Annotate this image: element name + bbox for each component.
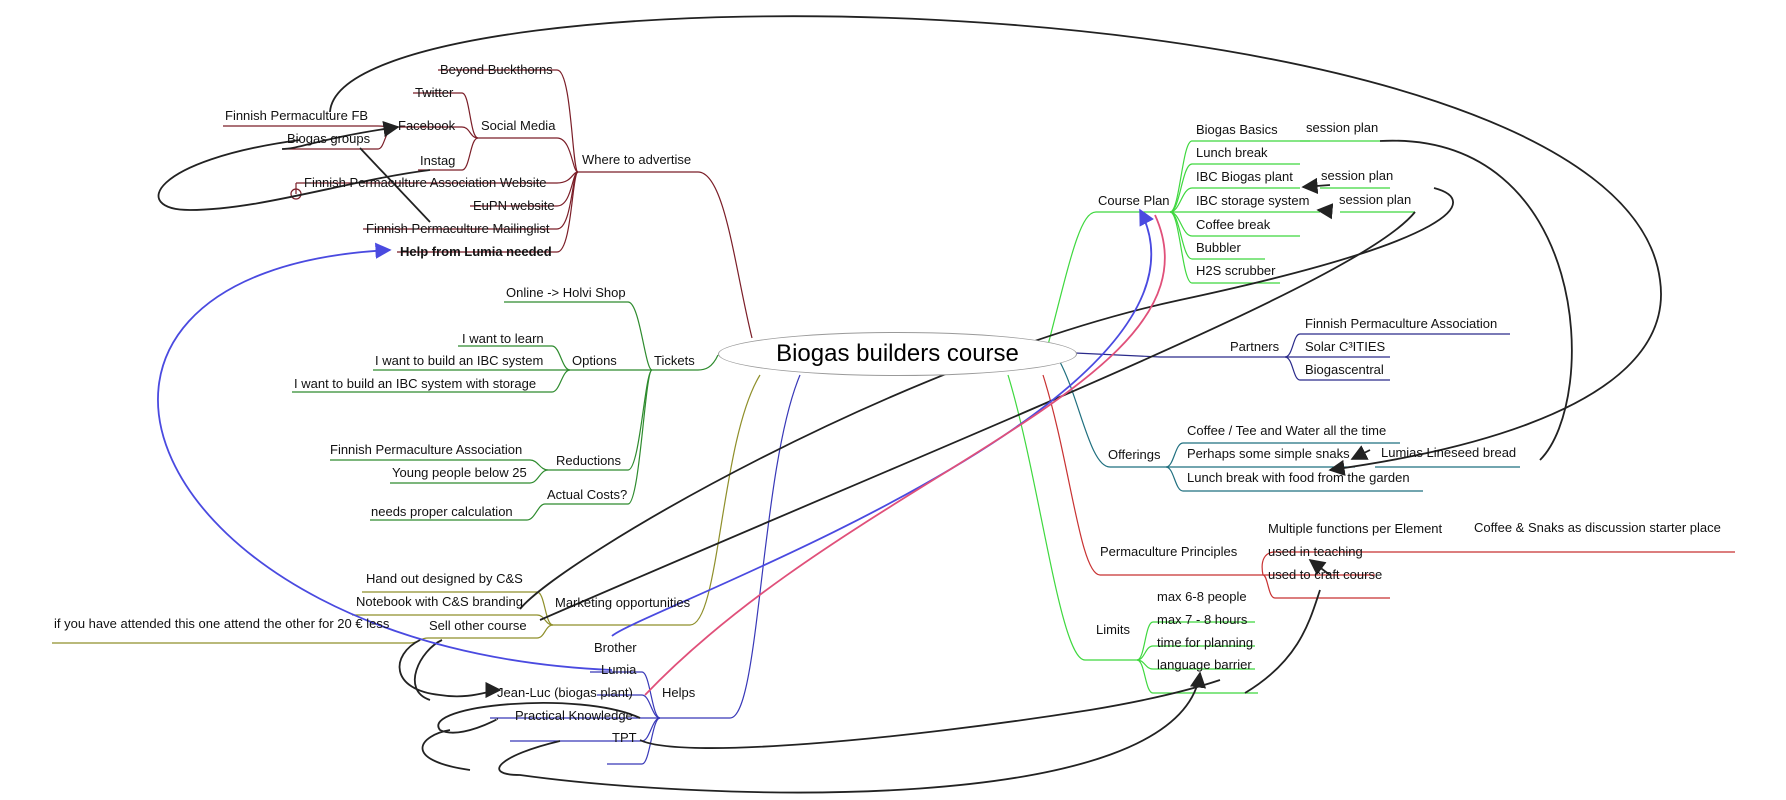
topic-build-ibc-storage[interactable]: I want to build an IBC system with stora…: [294, 376, 537, 391]
topic-h2s-scrubber[interactable]: H2S scrubber: [1196, 263, 1276, 278]
topic-want-to-learn[interactable]: I want to learn: [462, 331, 544, 346]
topic-beyond-buckthorns[interactable]: Beyond Buckthorns: [440, 62, 553, 77]
topic-time-for-planning[interactable]: time for planning: [1157, 635, 1254, 650]
topic-coffee-snaks-starter[interactable]: Coffee & Snaks as discussion starter pla…: [1474, 520, 1721, 535]
topic-limits[interactable]: Limits: [1096, 622, 1130, 637]
topic-coffee-break[interactable]: Coffee break: [1196, 217, 1271, 232]
topic-where-to-advertise[interactable]: Where to advertise: [582, 152, 692, 167]
topic-permaculture-principles[interactable]: Permaculture Principles: [1100, 544, 1238, 559]
topic-biogas-basics[interactable]: Biogas Basics: [1196, 122, 1278, 137]
topic-instag[interactable]: Instag: [420, 153, 456, 168]
relationship-lines-colored: [157, 208, 1166, 696]
branch-offerings-connectors: [1059, 361, 1520, 492]
branch-tickets-connectors: [292, 301, 719, 521]
topic-brother[interactable]: Brother: [594, 640, 637, 655]
topic-proper-calculation[interactable]: needs proper calculation: [371, 504, 513, 519]
topic-twitter[interactable]: Twitter: [415, 85, 454, 100]
topic-max-people[interactable]: max 6-8 people: [1157, 589, 1247, 604]
topic-offerings[interactable]: Offerings: [1108, 447, 1161, 462]
topic-session-plan-3[interactable]: session plan: [1339, 192, 1412, 207]
topic-used-in-teaching[interactable]: used in teaching: [1268, 544, 1363, 559]
topic-biogas-groups[interactable]: Biogas groups: [287, 131, 371, 146]
topic-tickets[interactable]: Tickets: [654, 353, 695, 368]
relationship-lines: [157, 15, 1662, 794]
topic-facebook[interactable]: Facebook: [398, 118, 456, 133]
topic-bubbler[interactable]: Bubbler: [1196, 240, 1241, 255]
topic-reductions[interactable]: Reductions: [556, 453, 622, 468]
topic-finnish-permaculture-fb[interactable]: Finnish Permaculture FB: [225, 108, 369, 123]
topic-reduction-fpa[interactable]: Finnish Permaculture Association: [330, 442, 523, 457]
topic-eupn-website[interactable]: EuPN website: [473, 198, 555, 213]
topic-fp-mailinglist[interactable]: Finnish Permaculture Mailinglist: [366, 221, 550, 236]
topic-partner-fpa[interactable]: Finnish Permaculture Association: [1305, 316, 1498, 331]
topic-notebook[interactable]: Notebook with C&S branding: [356, 594, 523, 609]
branch-course-plan-connectors: [1047, 140, 1415, 346]
topic-course-plan[interactable]: Course Plan: [1098, 193, 1170, 208]
central-topic[interactable]: Biogas builders course: [718, 332, 1077, 376]
topic-helps[interactable]: Helps: [662, 685, 696, 700]
topic-build-ibc[interactable]: I want to build an IBC system: [375, 353, 544, 368]
branch-partners-connectors: [1074, 333, 1510, 381]
topic-marketing-opportunities[interactable]: Marketing opportunities: [555, 595, 691, 610]
topic-young-people[interactable]: Young people below 25: [392, 465, 527, 480]
topic-biogascentral[interactable]: Biogascentral: [1305, 362, 1384, 377]
topic-ibc-biogas-plant[interactable]: IBC Biogas plant: [1196, 169, 1293, 184]
topic-lunch-garden[interactable]: Lunch break with food from the garden: [1187, 470, 1410, 485]
topic-max-hours[interactable]: max 7 - 8 hours: [1157, 612, 1248, 627]
topic-jean-luc[interactable]: Jean-Luc (biogas plant): [497, 685, 633, 700]
topic-partners[interactable]: Partners: [1230, 339, 1280, 354]
topic-solar-cities[interactable]: Solar C³ITIES: [1305, 339, 1386, 354]
topic-lunch-break[interactable]: Lunch break: [1196, 145, 1268, 160]
topic-actual-costs[interactable]: Actual Costs?: [547, 487, 628, 502]
branch-permaculture-connectors: [1042, 374, 1735, 599]
topic-options[interactable]: Options: [572, 353, 617, 368]
topic-session-plan-1[interactable]: session plan: [1306, 120, 1379, 135]
topic-multiple-functions[interactable]: Multiple functions per Element: [1268, 521, 1443, 536]
topic-practical-knowledge[interactable]: Practical Knowledge: [515, 708, 633, 723]
topic-used-to-craft[interactable]: used to craft course: [1268, 567, 1383, 582]
topic-sell-other-course[interactable]: Sell other course: [429, 618, 527, 633]
topic-social-media[interactable]: Social Media: [481, 118, 556, 133]
branch-limits-connectors: [1007, 374, 1258, 694]
topic-coffee-tee[interactable]: Coffee / Tee and Water all the time: [1187, 423, 1387, 438]
topic-attend-other[interactable]: if you have attended this one attend the…: [54, 616, 390, 631]
topic-fpa-website[interactable]: Finnish Permaculture Association Website: [304, 175, 547, 190]
topic-simple-snaks[interactable]: Perhaps some simple snaks: [1187, 446, 1350, 461]
topic-online-holvi[interactable]: Online -> Holvi Shop: [506, 285, 626, 300]
topic-help-from-lumia[interactable]: Help from Lumia needed: [400, 244, 552, 259]
topic-language-barrier[interactable]: language barrier: [1157, 657, 1252, 672]
topic-lumia[interactable]: Lumia: [601, 662, 637, 677]
topic-lumias-bread[interactable]: Lumias Lineseed bread: [1381, 445, 1517, 460]
topic-hand-out[interactable]: Hand out designed by C&S: [366, 571, 523, 586]
topic-tpt[interactable]: TPT: [612, 730, 637, 745]
topic-session-plan-2[interactable]: session plan: [1321, 168, 1394, 183]
topic-ibc-storage-system[interactable]: IBC storage system: [1196, 193, 1310, 208]
